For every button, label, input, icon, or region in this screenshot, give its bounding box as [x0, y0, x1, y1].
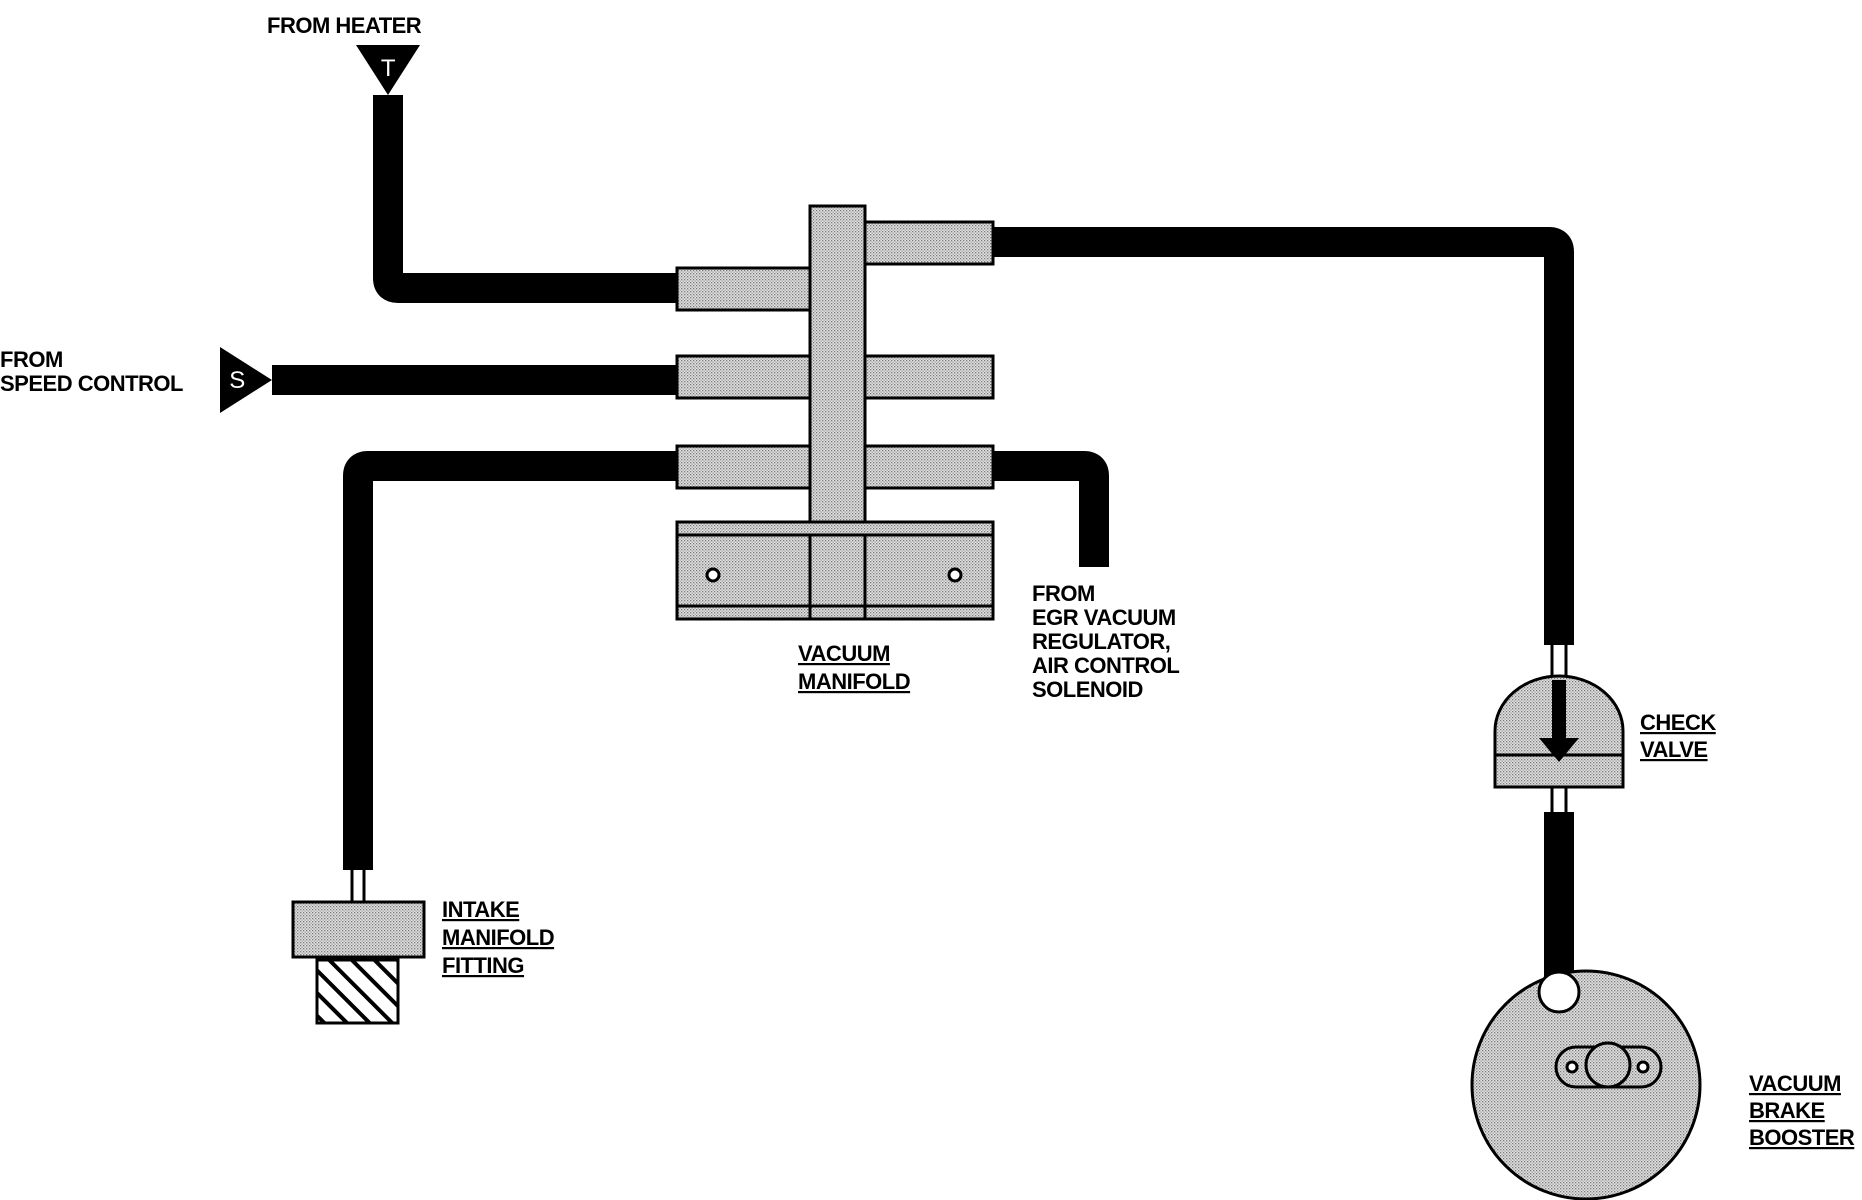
- vacuum-manifold: [675, 204, 995, 621]
- manifold-mounting-hole-right: [947, 567, 963, 583]
- booster-stud-right: [1636, 1060, 1650, 1074]
- label-intake-fitting-line2: MANIFOLD: [442, 925, 554, 950]
- fitting-thread: [315, 958, 400, 1025]
- label-from-egr-line4: AIR CONTROL: [1032, 653, 1179, 678]
- label-brake-booster-line2: BRAKE: [1749, 1098, 1825, 1123]
- manifold-trunk: [808, 204, 867, 524]
- label-vacuum-manifold-line2: MANIFOLD: [798, 669, 910, 694]
- manifold-mounting-hole-left: [705, 567, 721, 583]
- fitting-hex: [291, 900, 426, 959]
- booster-stud-left: [1565, 1060, 1579, 1074]
- labels: FROM HEATER FROM SPEED CONTROL FROM EGR …: [0, 13, 1855, 1150]
- speed-control-tag-triangle: S: [220, 347, 272, 413]
- label-check-valve-line1: CHECK: [1640, 710, 1716, 735]
- label-vacuum-manifold-line1: VACUUM: [798, 641, 890, 666]
- heater-tag-letter: T: [381, 55, 396, 82]
- label-brake-booster-line3: BOOSTER: [1749, 1125, 1855, 1150]
- manifold-base: [675, 520, 995, 621]
- heater-hose: [373, 95, 680, 303]
- speed-control-tag-letter: S: [229, 367, 245, 394]
- check-valve-supply-hose: [990, 227, 1574, 645]
- label-intake-fitting-line3: FITTING: [442, 953, 524, 978]
- manifold-port-heater: [675, 266, 815, 312]
- intake-manifold-hose: [343, 451, 680, 870]
- intake-manifold-fitting: [291, 900, 426, 1025]
- label-check-valve-line2: VALVE: [1640, 737, 1708, 762]
- manifold-port-booster-side: [860, 220, 995, 266]
- hose-group: [272, 95, 1574, 985]
- hose-nipples: [350, 643, 1568, 902]
- check-valve-arrow-icon: [1539, 680, 1579, 762]
- booster-pushrod-boss: [1584, 1041, 1632, 1089]
- label-from-heater: FROM HEATER: [267, 13, 422, 38]
- heater-tag-triangle: T: [356, 45, 420, 95]
- egr-hose: [990, 451, 1109, 567]
- label-brake-booster-line1: VACUUM: [1749, 1071, 1841, 1096]
- label-from-speed-control-line2: SPEED CONTROL: [0, 371, 183, 396]
- label-from-egr-line1: FROM: [1032, 581, 1095, 606]
- booster-inlet: [1537, 970, 1581, 1014]
- vacuum-brake-booster: [1470, 969, 1702, 1200]
- label-from-egr-line2: EGR VACUUM: [1032, 605, 1176, 630]
- label-from-egr-line3: REGULATOR,: [1032, 629, 1170, 654]
- label-from-egr-line5: SOLENOID: [1032, 677, 1143, 702]
- label-from-speed-control-line1: FROM: [0, 347, 63, 372]
- label-intake-fitting-line1: INTAKE: [442, 897, 519, 922]
